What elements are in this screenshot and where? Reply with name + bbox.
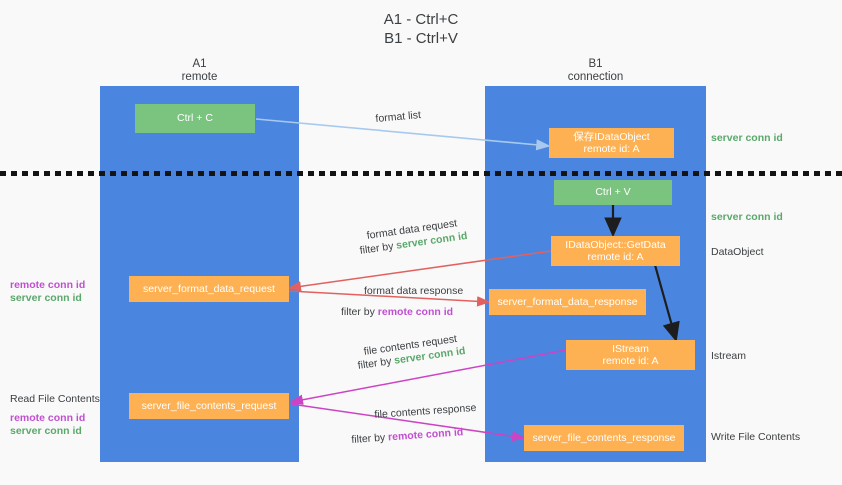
- flow-label-file-contents-response: file contents response: [374, 402, 477, 422]
- box-save-dataobject-line1: 保存IDataObject: [573, 130, 650, 143]
- box-server-format-data-response[interactable]: server_format_data_response: [489, 289, 646, 315]
- box-server-format-data-response-label: server_format_data_response: [497, 295, 638, 308]
- page-title: A1 - Ctrl+C B1 - Ctrl+V: [0, 10, 842, 48]
- right-label-server-conn-id-top: server conn id: [711, 132, 783, 144]
- column-b1-name: B1: [588, 58, 603, 70]
- filter-prefix: filter by: [351, 431, 389, 446]
- column-a1-name: A1: [192, 58, 207, 70]
- column-a1-sub: remote: [181, 71, 218, 83]
- flow-label-format-data-response-text: format data response: [364, 285, 464, 297]
- flow-label-format-list: format list: [375, 109, 421, 126]
- right-label-istream: Istream: [711, 350, 747, 362]
- flow-label-file-contents-response-filter: filter by remote conn id: [351, 426, 464, 447]
- box-istream-line2: remote id: A: [602, 355, 659, 367]
- box-ctrl-v-label: Ctrl + V: [595, 186, 631, 199]
- phase-divider: [0, 171, 842, 176]
- left-label-server-conn-id-2: server conn id: [10, 425, 82, 437]
- box-istream-line1: IStream: [612, 342, 649, 355]
- box-server-file-contents-request[interactable]: server_file_contents_request: [129, 393, 289, 419]
- right-label-write-file-contents: Write File Contents: [711, 431, 801, 443]
- filter-value-remote-conn-id: remote conn id: [387, 426, 464, 444]
- box-server-file-contents-response[interactable]: server_file_contents_response: [524, 425, 684, 451]
- title-line-1: A1 - Ctrl+C: [383, 11, 459, 28]
- column-b1-sub: connection: [567, 71, 624, 83]
- left-label-remote-conn-id-1: remote conn id: [10, 279, 86, 291]
- box-server-file-contents-request-label: server_file_contents_request: [141, 399, 277, 412]
- filter-prefix: filter by: [341, 306, 378, 318]
- column-header-b1: B1 connection: [485, 58, 706, 84]
- box-save-dataobject-line2: remote id: A: [583, 143, 640, 155]
- flow-label-format-data-response: format data response: [364, 285, 463, 298]
- box-save-dataobject[interactable]: 保存IDataObject remote id: A: [549, 128, 674, 158]
- flow-label-file-contents-response-text: file contents response: [374, 401, 477, 421]
- left-label-server-conn-id-1: server conn id: [10, 292, 82, 304]
- box-getdata-line2: remote id: A: [587, 251, 644, 263]
- column-header-a1: A1 remote: [100, 58, 299, 84]
- filter-prefix: filter by: [357, 354, 396, 372]
- box-server-format-data-request-label: server_format_data_request: [143, 282, 275, 295]
- filter-value-remote-conn-id: remote conn id: [377, 306, 454, 318]
- box-server-format-data-request[interactable]: server_format_data_request: [129, 276, 289, 302]
- left-label-read-file-contents: Read File Contents: [10, 393, 100, 405]
- flow-label-format-data-response-filter: filter by remote conn id: [341, 306, 453, 319]
- box-istream[interactable]: IStream remote id: A: [566, 340, 695, 370]
- filter-prefix: filter by: [359, 239, 398, 257]
- box-ctrl-v[interactable]: Ctrl + V: [554, 180, 672, 205]
- box-server-file-contents-response-label: server_file_contents_response: [532, 431, 676, 444]
- box-ctrl-c[interactable]: Ctrl + C: [135, 104, 255, 133]
- flow-label-format-list-text: format list: [375, 109, 422, 125]
- left-label-remote-conn-id-2: remote conn id: [10, 412, 86, 424]
- box-getdata-line1: IDataObject::GetData: [565, 238, 666, 251]
- title-line-2: B1 - Ctrl+V: [384, 30, 458, 47]
- box-ctrl-c-label: Ctrl + C: [177, 112, 213, 125]
- box-idataobject-getdata[interactable]: IDataObject::GetData remote id: A: [551, 236, 680, 266]
- right-label-server-conn-id-mid: server conn id: [711, 211, 783, 223]
- right-label-dataobject: DataObject: [711, 246, 764, 258]
